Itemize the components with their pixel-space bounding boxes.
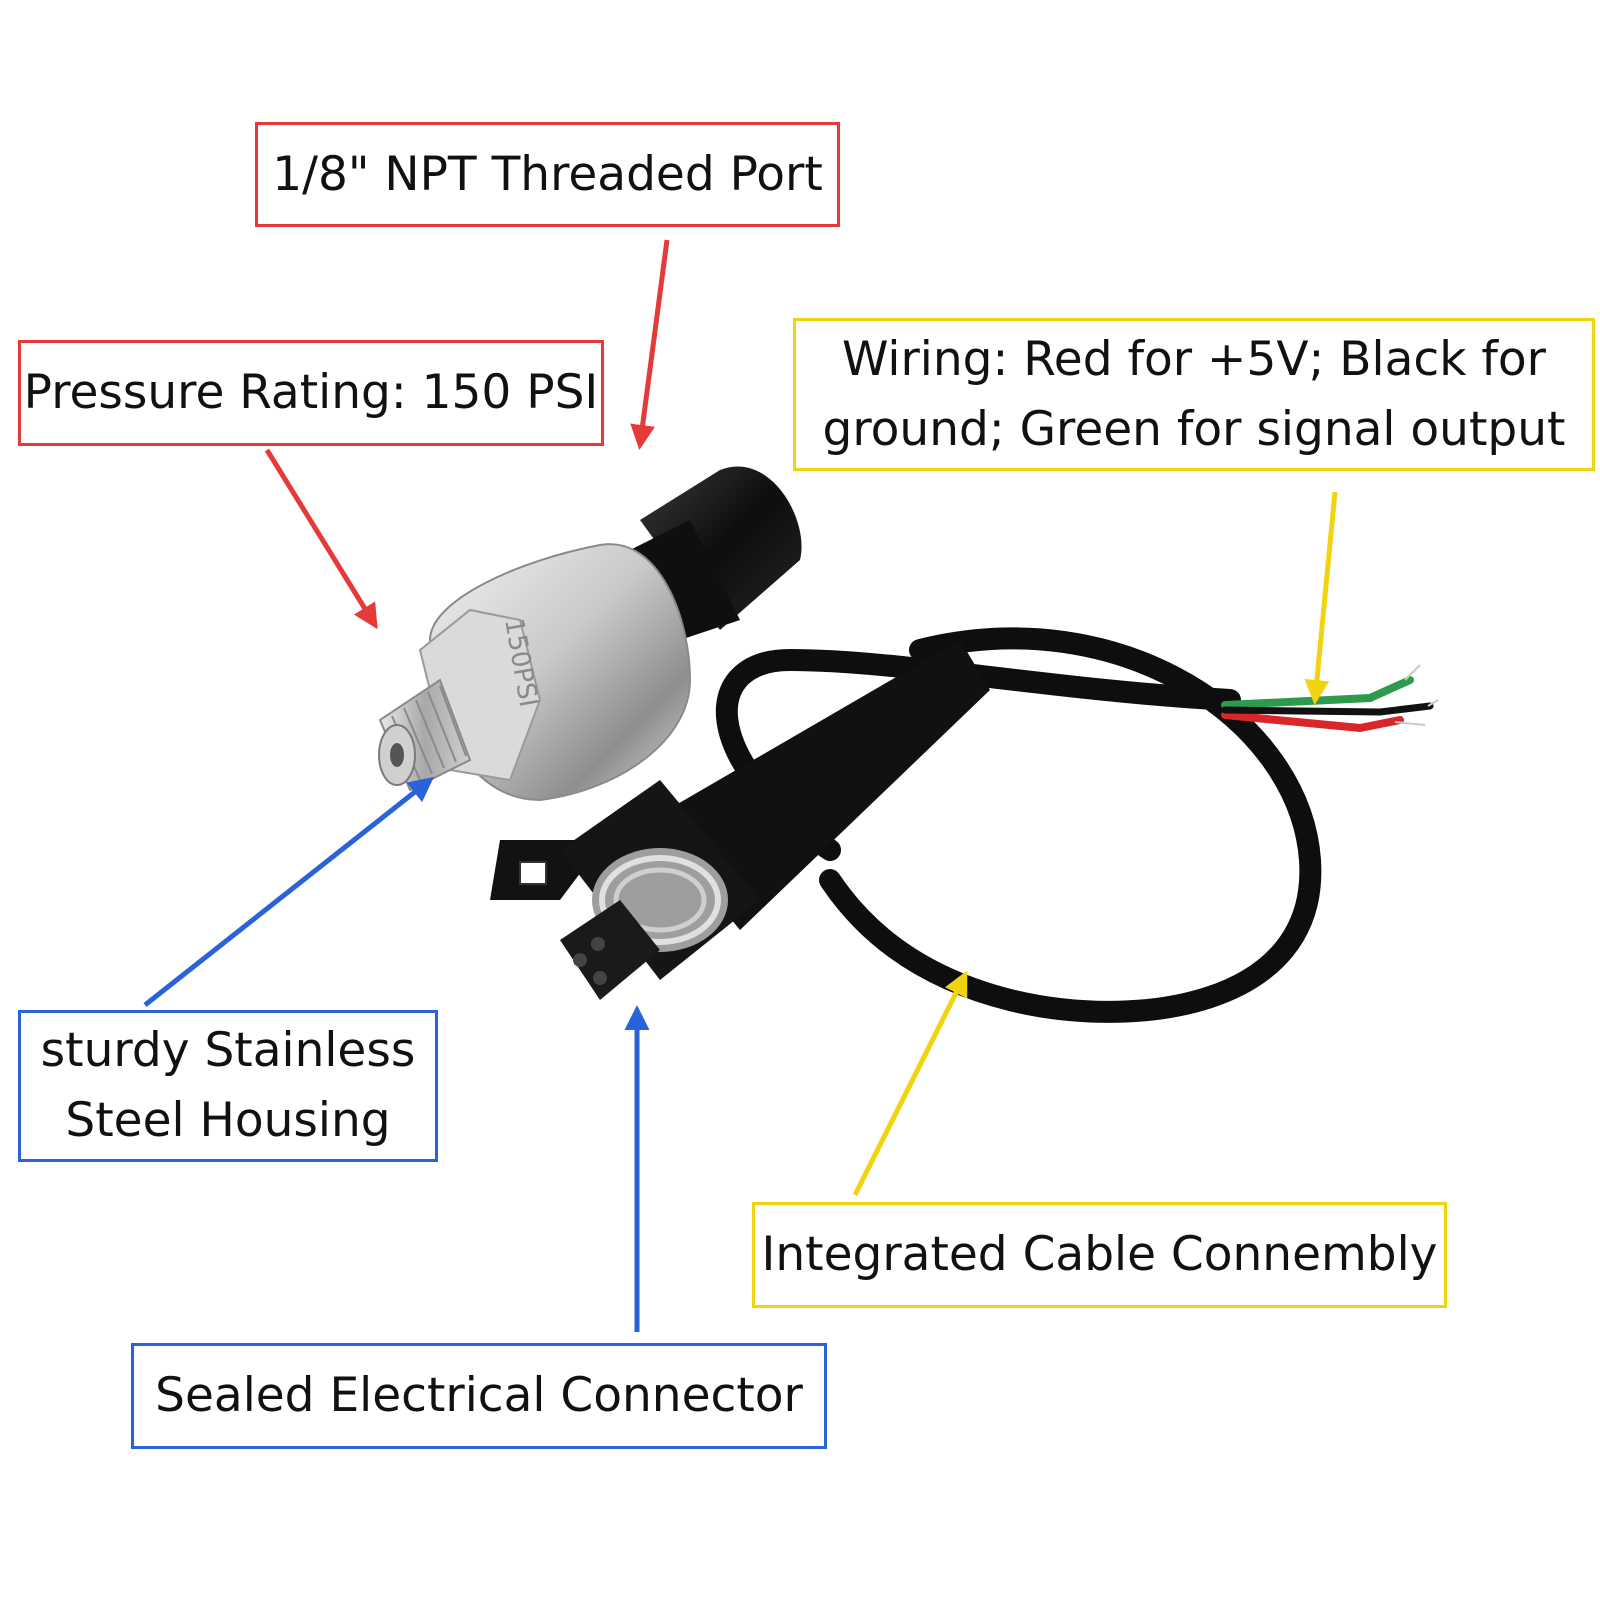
callout-connector-text: Sealed Electrical Connector [155,1368,803,1423]
callout-housing: sturdy Stainless Steel Housing [18,1010,438,1162]
cable-lower-loop [819,627,1322,1023]
connector-pin [573,953,587,967]
callout-threaded-port-text: 1/8" NPT Threaded Port [272,146,823,202]
callout-wiring-line1: Wiring: Red for +5V; Black for [841,331,1546,387]
seal-ring-inner [613,867,707,933]
pressure-sensor: 150PSI [378,466,802,802]
latch-slot [519,861,547,885]
sensor-cap [640,466,802,630]
electrical-connector [490,780,760,1000]
cable-strain-relief [650,640,990,930]
arrow-housing [143,776,434,1007]
wire-black [1221,702,1434,716]
seal-ring [599,855,721,945]
callout-cable-text: Integrated Cable Connembly [761,1227,1438,1282]
arrow-pressure-rating [264,448,378,630]
callout-cable: Integrated Cable Connembly [752,1202,1447,1308]
callout-housing-line1: sturdy Stainless [40,1023,416,1078]
callout-threaded-port: 1/8" NPT Threaded Port [255,122,840,227]
arrow-cable [852,970,968,1197]
cable-assembly [650,627,1439,1023]
callout-housing-line2: Steel Housing [65,1093,391,1148]
callout-wiring: Wiring: Red for +5V; Black for ground; G… [793,318,1595,471]
callout-connector: Sealed Electrical Connector [131,1343,827,1449]
callout-pressure-rating-text: Pressure Rating: 150 PSI [23,365,599,420]
wire-green [1221,676,1414,709]
callout-wiring-line2: ground; Green for signal output [822,401,1566,457]
connector-pin [593,971,607,985]
connector-pin [591,937,605,951]
wire-red [1221,711,1404,733]
arrow-wiring [1304,491,1338,705]
cable-loop [715,648,1241,861]
threaded-port [378,678,472,792]
arrow-threaded-port [630,239,670,450]
connector-face [560,900,660,1000]
callout-pressure-rating: Pressure Rating: 150 PSI [18,340,604,446]
wire-strands [1394,664,1439,726]
